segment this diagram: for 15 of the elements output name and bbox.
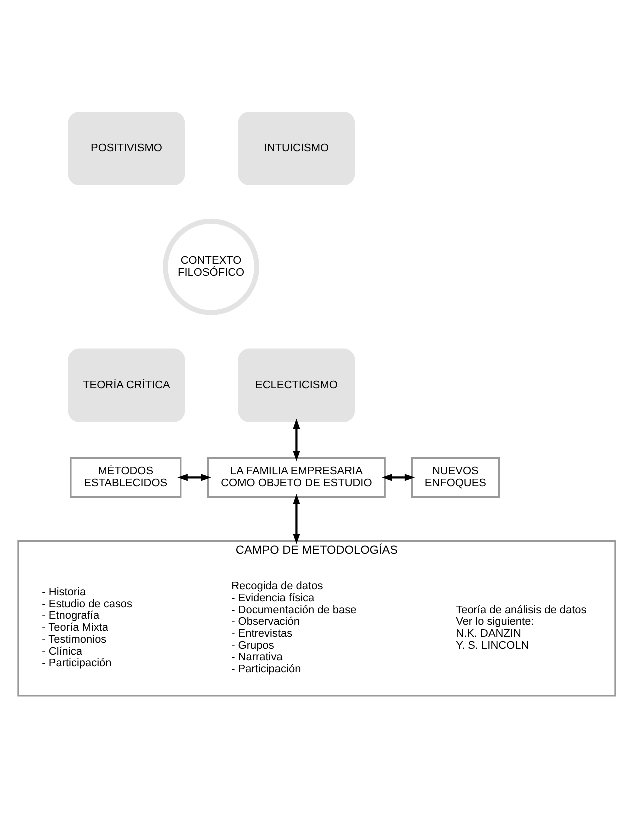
node-box: POSITIVISMO (68, 112, 186, 186)
arrow (293, 418, 300, 462)
arrow (178, 474, 212, 482)
node-box: INTUICISMO (238, 112, 356, 186)
node-text: Teoría de análisis de datos Ver lo siguiente: N.K. DANZIN Y. S. LINCOLN (456, 604, 587, 652)
node-box: MÉTODOS ESTABLECIDOS (70, 457, 182, 498)
node-box: LA FAMILIA EMPRESARIA COMO OBJETO DE ESTUDIO (208, 457, 386, 498)
node-circle: CONTEXTO FILOSÓFICO (163, 218, 260, 316)
node-box: NUEVOS ENFOQUES (411, 457, 500, 498)
node-text: Recogida de datos - Evidencia física - Documentación de base - Observación - Entrevistas - Grupos - Narrativa - Participación (232, 580, 357, 676)
node-box: TEORÍA CRÍTICA (68, 348, 186, 422)
arrow (293, 494, 300, 544)
arrow (382, 474, 416, 482)
node-box: ECLECTICISMO (238, 348, 356, 422)
node-text: - Historia - Estudio de casos - Etnografía - Teoría Mixta - Testimonios - Clínica - Participación (42, 586, 133, 670)
